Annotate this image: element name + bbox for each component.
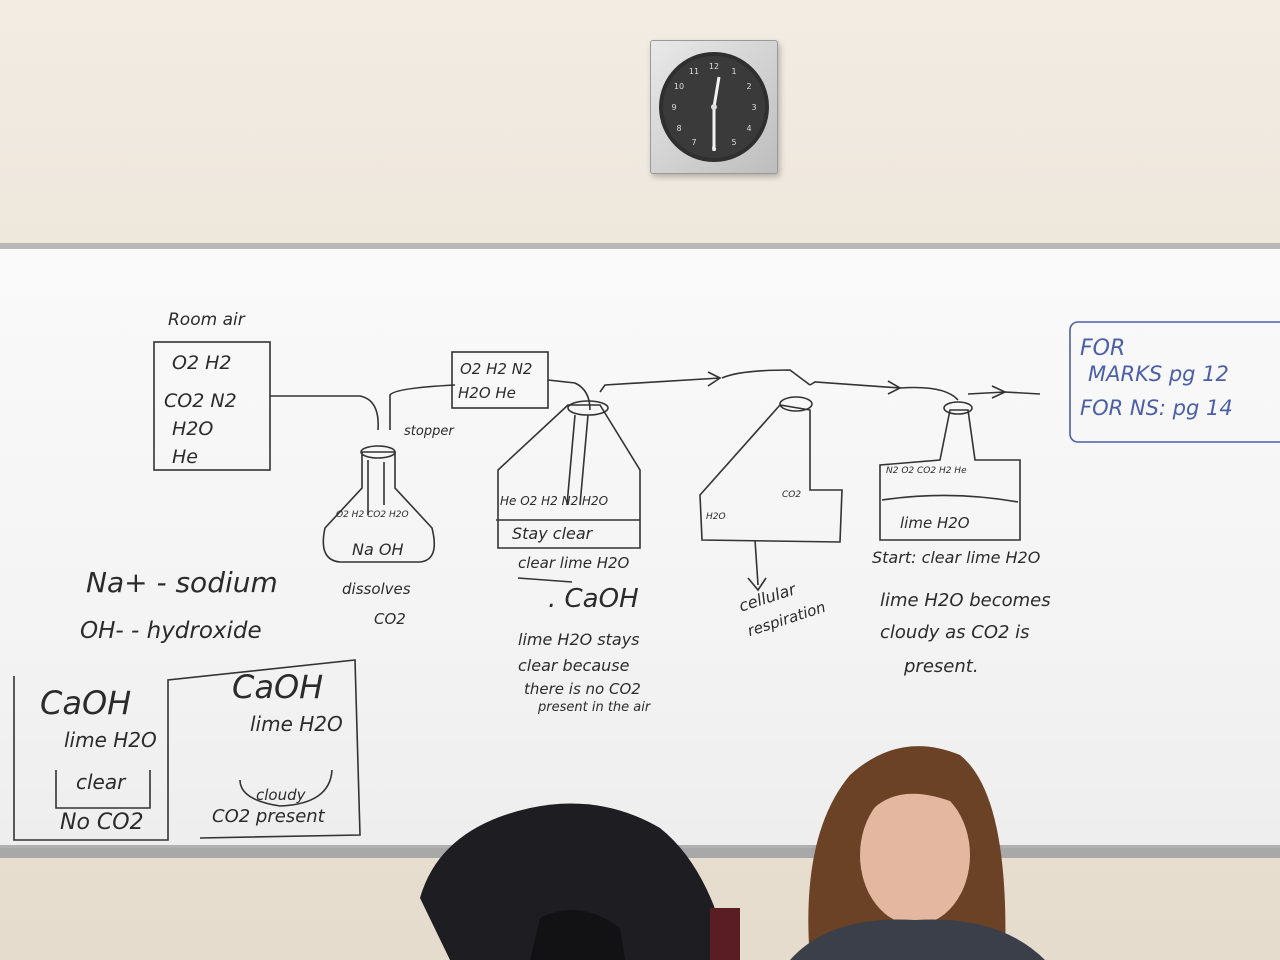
hydroxide-label: OH- - hydroxide	[80, 618, 262, 644]
start-clear-label: Start: clear lime H2O	[872, 548, 1041, 567]
svg-text:7: 7	[691, 138, 696, 147]
person-in-dark-coat	[420, 803, 740, 960]
flask-respiration	[699, 404, 843, 543]
left-clear: clear	[76, 770, 126, 794]
svg-text:11: 11	[689, 67, 699, 76]
stay-clear-label: Stay clear	[512, 524, 593, 543]
flask1-gases: O2 H2 CO2 H2O	[336, 510, 409, 520]
note-line2: clear because	[518, 656, 630, 675]
room-air-box	[153, 341, 271, 471]
for-label: FOR	[1080, 336, 1126, 361]
sodium-label: Na+ - sodium	[86, 566, 278, 599]
svg-text:10: 10	[674, 82, 684, 91]
clear-lime-label: clear lime H2O	[518, 554, 630, 572]
svg-text:5: 5	[731, 138, 736, 147]
dissolves-label: dissolves	[342, 580, 411, 598]
right-co2-present: CO2 present	[212, 806, 325, 827]
flask-lime-2	[879, 409, 1021, 541]
flask2-gases: He O2 H2 N2 H2O	[500, 494, 609, 508]
becomes-line3: present.	[904, 656, 979, 677]
box1-line1: O2 H2	[172, 352, 232, 374]
becomes-line1: lime H2O becomes	[880, 590, 1051, 611]
flask1-naoh-label: Na OH	[352, 540, 404, 559]
comparison-box	[13, 659, 361, 841]
right-lime: lime H2O	[250, 712, 343, 736]
box1-line2: CO2 N2	[164, 390, 237, 412]
clock-face: 12 1 2 3 4 5 6 7 8 9 10 11	[659, 52, 769, 162]
left-no-co2: No CO2	[60, 810, 144, 835]
room-air-label: Room air	[168, 310, 245, 330]
marks-pg-label: MARKS pg 12	[1088, 362, 1229, 386]
caoh-label: . CaOH	[548, 584, 639, 614]
note-line3: there is no CO2	[524, 680, 641, 698]
svg-text:3: 3	[751, 103, 756, 112]
clock-hour-hand	[712, 76, 721, 108]
left-lime: lime H2O	[64, 728, 157, 752]
stopper-label: stopper	[404, 424, 454, 439]
flask-lime-1	[497, 404, 641, 549]
left-caoh: CaOH	[40, 684, 132, 722]
note-line1: lime H2O stays	[518, 630, 640, 649]
clock-number-12: 12	[709, 62, 719, 71]
box1-line3: H2O	[172, 418, 214, 440]
svg-text:9: 9	[671, 103, 676, 112]
svg-text:2: 2	[746, 82, 751, 91]
flask4-gases: N2 O2 CO2 H2 He	[886, 466, 967, 476]
becomes-line2: cloudy as CO2 is	[880, 622, 1030, 643]
flask3-h2o: H2O	[706, 512, 726, 522]
box1-line4: He	[172, 446, 198, 468]
svg-text:4: 4	[746, 124, 751, 133]
ns-pg-label: FOR NS: pg 14	[1080, 396, 1233, 420]
reference-box	[1069, 321, 1280, 443]
box2-line1: O2 H2 N2	[460, 360, 533, 378]
svg-text:8: 8	[676, 124, 681, 133]
person-with-brown-hair	[790, 746, 1045, 960]
co2-label: CO2	[374, 610, 406, 628]
wall-clock: 12 1 2 3 4 5 6 7 8 9 10 11	[650, 40, 778, 174]
box2-line2: H2O He	[458, 384, 516, 402]
note-line4: present in the air	[538, 700, 651, 715]
right-caoh: CaOH	[232, 668, 324, 706]
svg-text:1: 1	[731, 67, 736, 76]
flask-naoh	[322, 451, 436, 563]
flask3-co2: CO2	[782, 490, 802, 500]
lime-h2o-label: lime H2O	[900, 514, 970, 532]
right-cloudy: cloudy	[256, 786, 306, 804]
